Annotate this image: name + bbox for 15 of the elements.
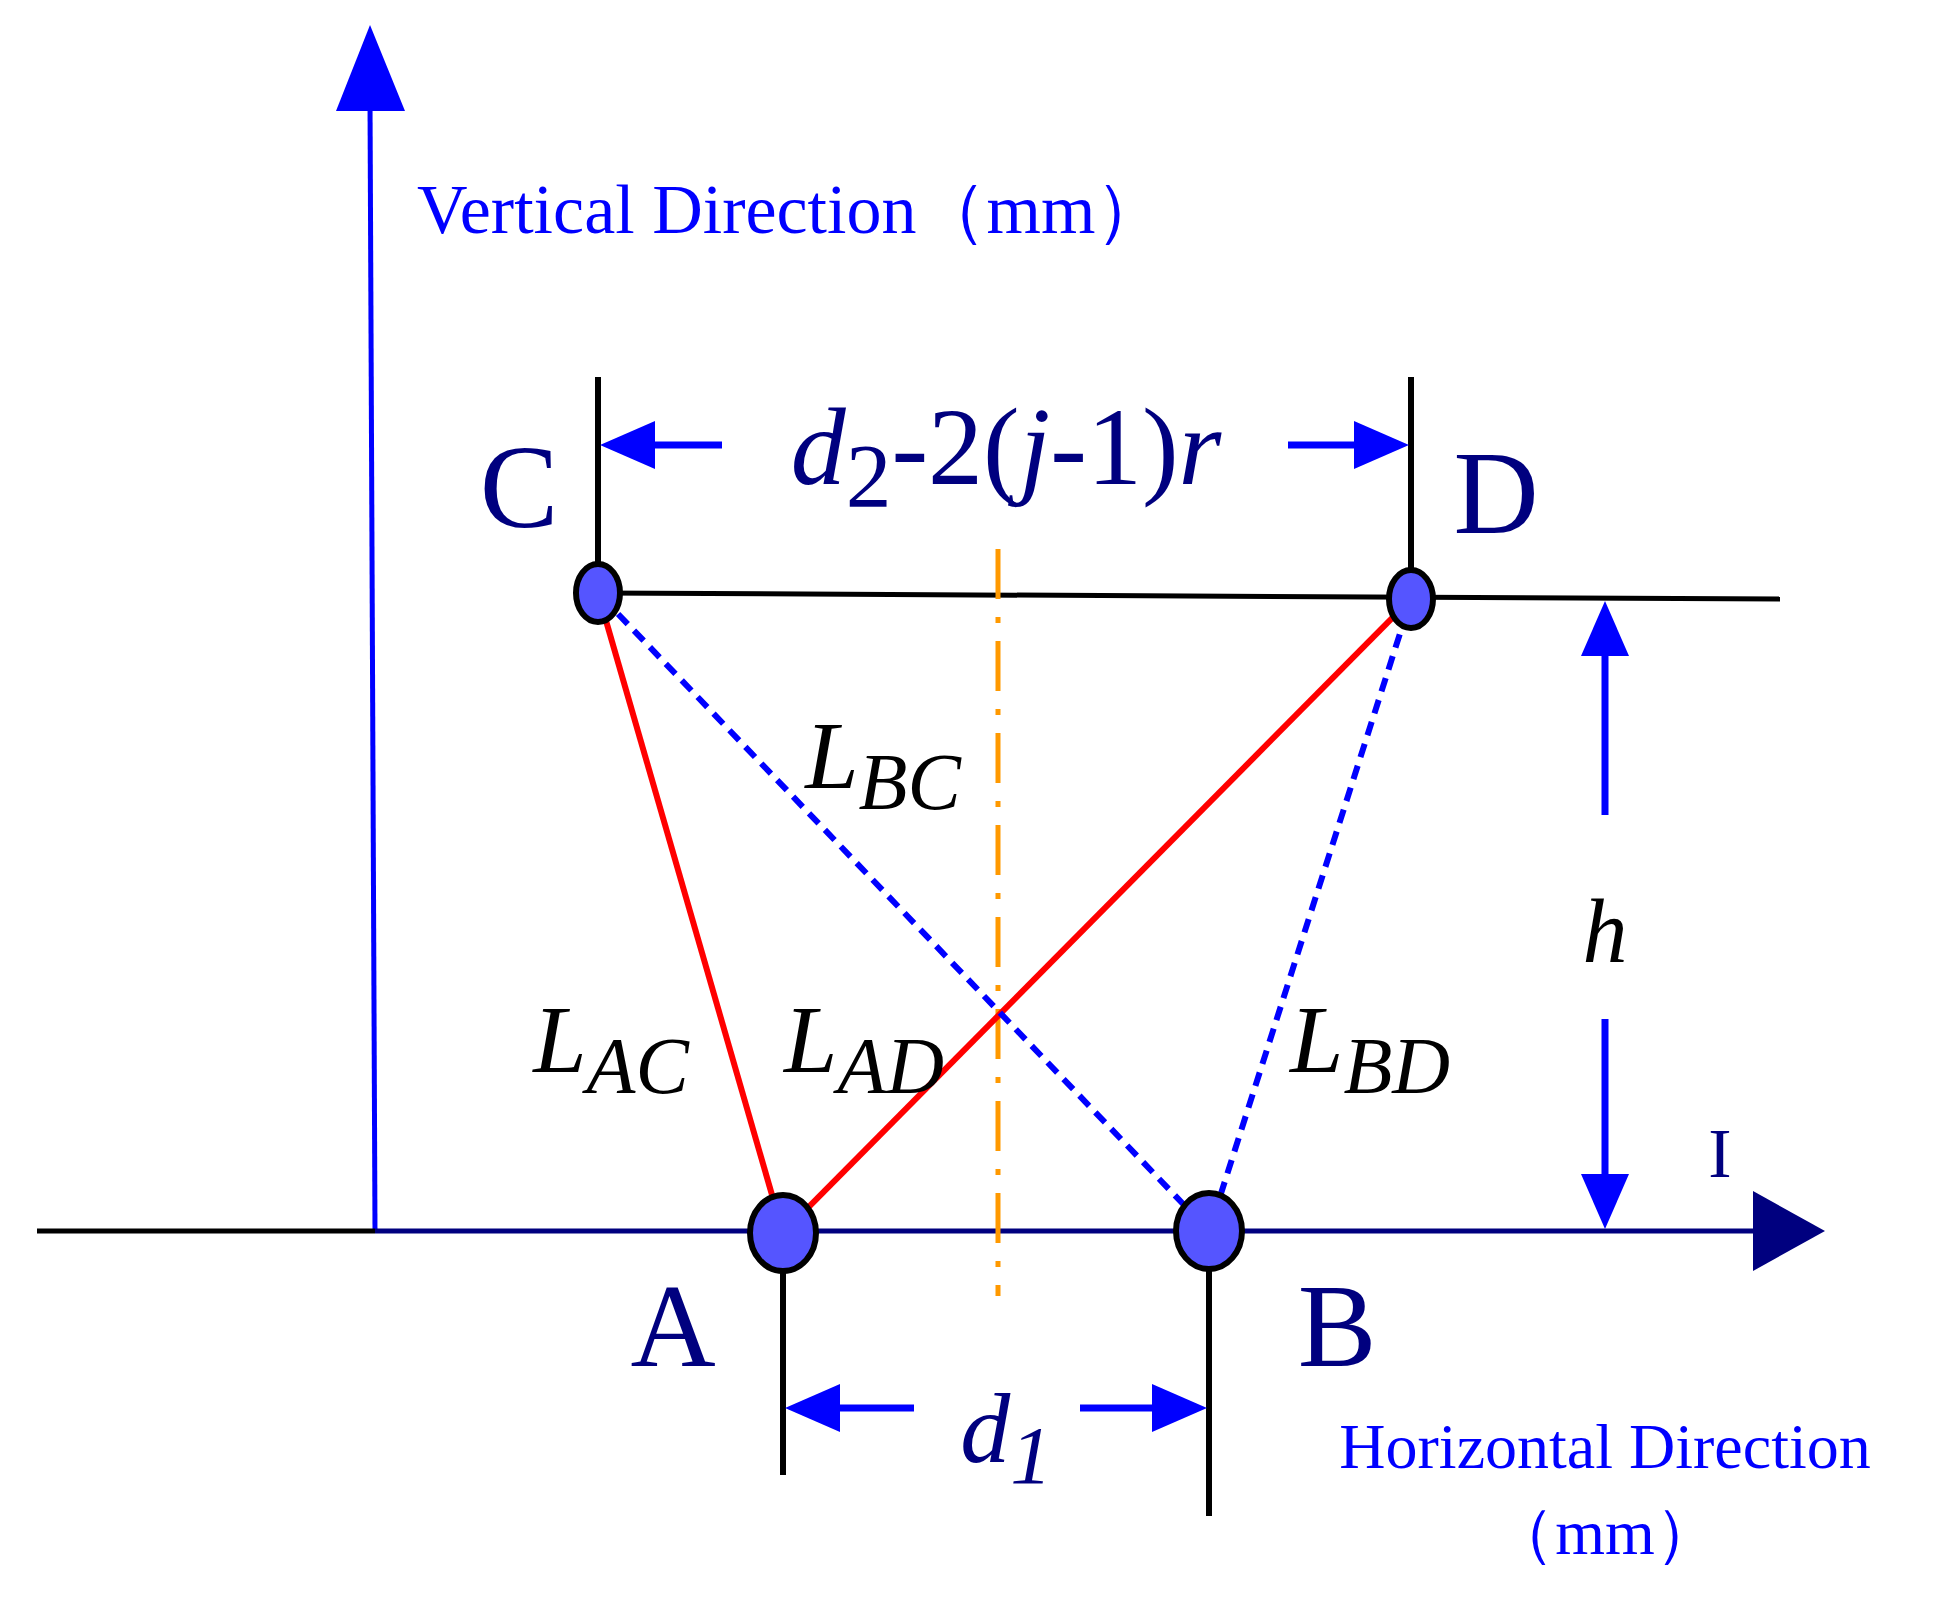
edge-label: L$_{BC}$ — [805, 708, 961, 822]
edge-label: L$_{AC}$ — [533, 992, 689, 1106]
point-label: C — [479, 429, 559, 547]
line-segment — [602, 619, 776, 1198]
edge-label: L$_{BD}$ — [1290, 992, 1450, 1106]
point-label: A — [630, 1268, 716, 1386]
axis-label: Vertical Direction（mm） — [417, 175, 1166, 245]
axis-label: Horizontal Direction （mm） — [1338, 1409, 1872, 1570]
axis-label: I — [1708, 1119, 1732, 1189]
point-label: D — [1453, 435, 1539, 553]
point-label: B — [1297, 1268, 1377, 1386]
dimension-label: h — [1582, 887, 1628, 977]
dimension-label: d$_{1}$ — [960, 1378, 1052, 1498]
dimension-label: d$_{2}$-2(j-1)r — [790, 391, 1222, 523]
edge-label: L$_{AD}$ — [784, 992, 944, 1106]
